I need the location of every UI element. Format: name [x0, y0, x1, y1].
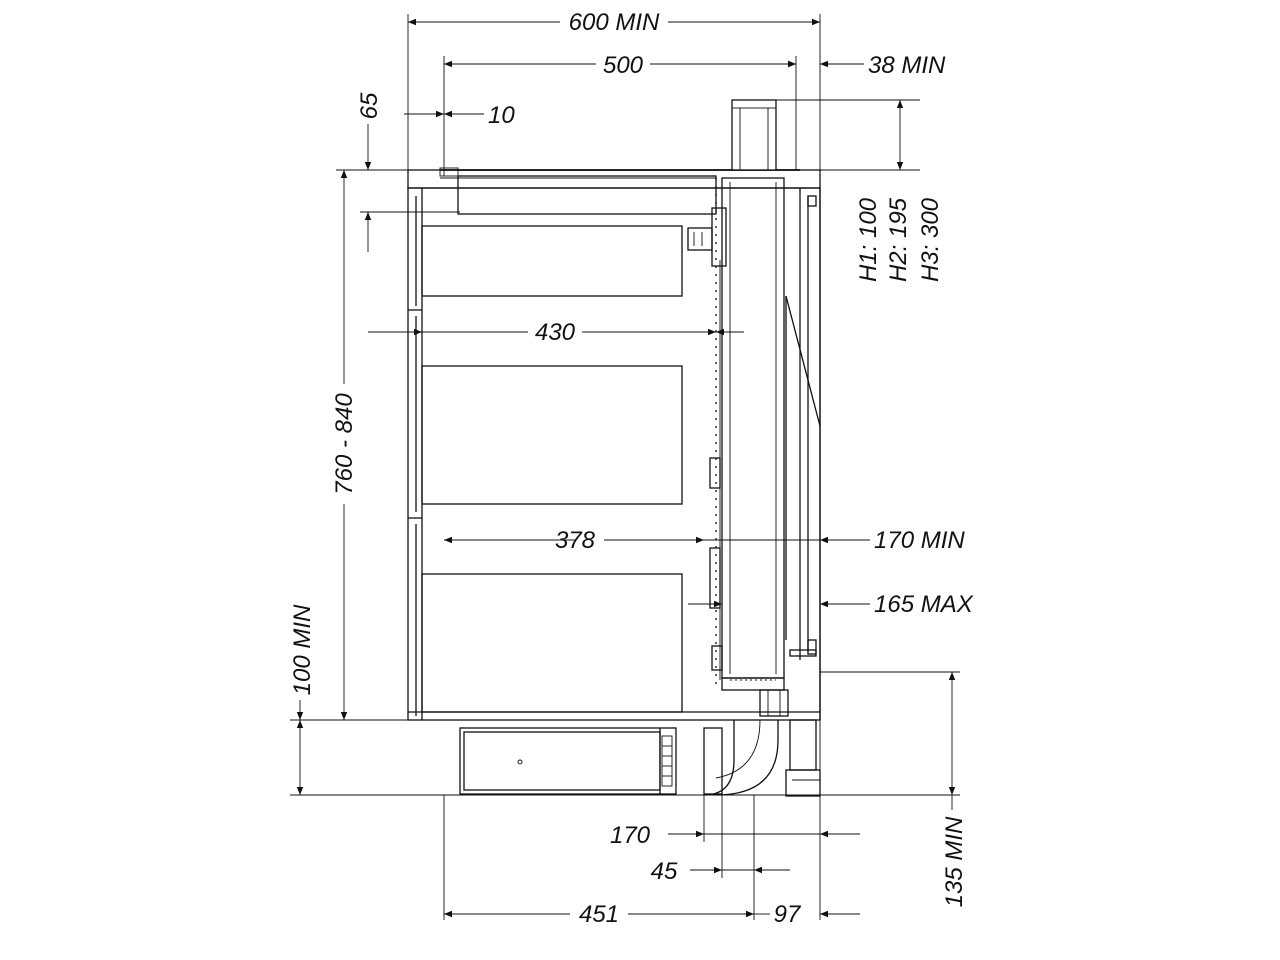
- label-451: 451: [579, 901, 619, 928]
- drawer-bottom: [421, 573, 683, 713]
- dimension-lines: [296, 18, 956, 918]
- label-65: 65: [356, 92, 383, 119]
- drawer-top: [421, 225, 683, 297]
- label-100-min: 100 MIN: [289, 604, 316, 695]
- label-38-min: 38 MIN: [868, 52, 946, 79]
- label-97: 97: [774, 901, 802, 928]
- label-170: 170: [610, 822, 651, 849]
- label-165-max: 165 MAX: [874, 591, 974, 618]
- filter-box: [459, 727, 677, 795]
- worktop: [407, 169, 821, 189]
- extension-lines: [290, 14, 960, 920]
- dimension-labels: 600 MIN 500 38 MIN 10 65 H1: 100 H2: 195…: [289, 9, 974, 928]
- label-378: 378: [555, 527, 596, 554]
- label-500: 500: [603, 52, 644, 79]
- cabinet-side: [407, 187, 821, 721]
- label-760-840: 760 - 840: [331, 393, 358, 495]
- label-h3: H3: 300: [917, 197, 944, 282]
- label-600-min: 600 MIN: [569, 9, 660, 36]
- label-h1: H1: 100: [855, 197, 882, 282]
- label-h2: H2: 195: [885, 197, 912, 282]
- plinth-duct: [459, 719, 821, 797]
- label-135-min: 135 MIN: [941, 816, 968, 907]
- label-10: 10: [488, 102, 515, 129]
- drawer-middle: [421, 365, 683, 505]
- label-45: 45: [651, 858, 678, 885]
- label-430: 430: [535, 319, 576, 346]
- label-170-min: 170 MIN: [874, 527, 965, 554]
- cabinet-drawing: [407, 167, 821, 721]
- extractor-column: [687, 99, 817, 717]
